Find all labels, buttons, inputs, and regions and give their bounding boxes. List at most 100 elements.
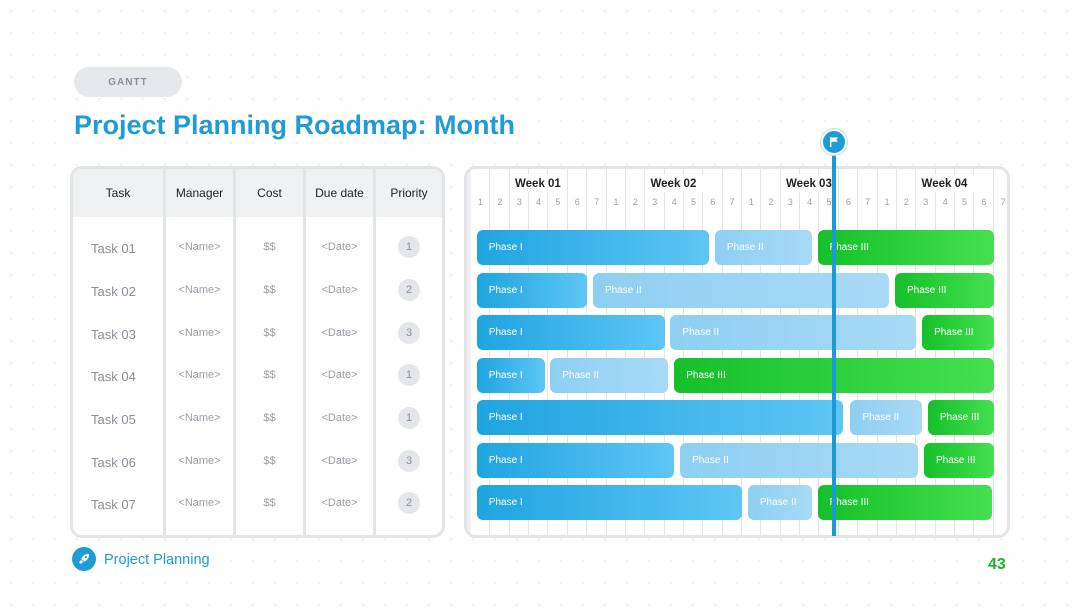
page-number: 43: [988, 556, 1006, 573]
priority-cell: 3: [376, 311, 442, 354]
gantt-bar-ph3[interactable]: Phase III: [894, 272, 994, 308]
task-name-cell: Task 07: [91, 497, 136, 512]
day-column: [742, 169, 762, 535]
day-label: 7: [1000, 197, 1006, 207]
priority-badge: 3: [398, 321, 420, 344]
day-column: [625, 169, 646, 535]
week-label-backdrop: [917, 174, 974, 192]
gantt-bar-ph2[interactable]: Phase II: [592, 272, 890, 308]
gantt-bar-ph2[interactable]: Phase II: [714, 230, 812, 265]
day-column: [703, 169, 723, 535]
cost-cell: $$: [263, 283, 276, 296]
day-label: 2: [632, 197, 638, 207]
priority-badge: 1: [398, 406, 420, 429]
day-label: 3: [923, 197, 929, 207]
week-label: Week 03: [786, 178, 832, 190]
gantt-bar-ph2[interactable]: Phase II: [670, 315, 917, 350]
gantt-bar-ph1[interactable]: Phase I: [476, 442, 675, 478]
manager-cell: <Name>: [178, 496, 221, 509]
rocket-icon: [72, 547, 96, 571]
task-name-cell: Task 04: [91, 369, 136, 384]
gantt-bar-ph2[interactable]: Phase II: [747, 485, 812, 520]
gantt-bar-ph1[interactable]: Phase I: [476, 357, 545, 393]
day-label: 6: [574, 197, 580, 207]
day-label: 5: [826, 197, 832, 207]
gantt-bar-ph2[interactable]: Phase II: [850, 400, 923, 435]
gantt-bar-ph2[interactable]: Phase II: [680, 442, 919, 478]
column-header-priority: Priority: [376, 169, 442, 217]
manager-cell: <Name>: [178, 411, 221, 424]
priority-cell: 1: [376, 353, 442, 396]
day-column: [664, 169, 684, 535]
gantt-bar-ph1[interactable]: Phase I: [476, 230, 710, 265]
task-name-cell: Task 05: [91, 412, 136, 427]
task-name-cell: Task 01: [91, 241, 136, 256]
page-title: Project Planning Roadmap: Month: [74, 110, 516, 140]
cost-cell: $$: [263, 326, 276, 339]
week-label-backdrop: [511, 174, 567, 192]
gantt-bar-ph3[interactable]: Phase III: [927, 400, 994, 435]
column-header-cost: Cost: [236, 169, 303, 217]
day-column: [955, 169, 975, 535]
priority-cell: 3: [376, 439, 442, 482]
day-column: [548, 169, 568, 535]
day-label: 1: [884, 197, 890, 207]
day-label: 6: [845, 197, 851, 207]
gantt-bar-ph1[interactable]: Phase I: [476, 315, 665, 350]
week-label-backdrop: [782, 174, 839, 192]
day-column: [896, 169, 917, 535]
gantt-bar-ph1[interactable]: Phase I: [476, 272, 588, 308]
due-date-cell: <Date>: [321, 454, 358, 467]
gantt-bar-ph1[interactable]: Phase I: [476, 485, 743, 520]
day-label: 4: [536, 197, 542, 207]
day-column: [529, 169, 549, 535]
day-column: [645, 169, 665, 535]
week-label: Week 02: [650, 178, 697, 190]
cost-cell: $$: [263, 240, 276, 253]
column-manager: Manager <Name> <Name> <Name> <Name> <Nam…: [166, 169, 236, 535]
day-column: [567, 169, 588, 535]
today-marker-line: [832, 150, 836, 536]
flag-icon[interactable]: [821, 129, 847, 155]
gantt-bar-ph3[interactable]: Phase III: [924, 442, 994, 478]
priority-cell: 2: [376, 268, 442, 311]
day-label: 1: [613, 197, 619, 207]
task-table: Task Task 01 Task 02 Task 03 Task 04 Tas…: [70, 166, 445, 538]
week-label: Week 04: [921, 178, 968, 190]
day-label: 3: [652, 197, 658, 207]
gantt-bar-ph2[interactable]: Phase II: [550, 357, 669, 393]
day-column: [471, 169, 491, 535]
day-label: 6: [710, 197, 716, 207]
task-name-cell: Task 02: [91, 284, 136, 299]
week-label: Week 01: [515, 178, 561, 190]
gantt-bar-ph3[interactable]: Phase III: [922, 315, 994, 350]
due-date-cell: <Date>: [321, 283, 358, 296]
day-column: [587, 169, 607, 535]
cost-cell: $$: [263, 454, 276, 467]
day-column: [935, 169, 955, 535]
day-label: 4: [942, 197, 948, 207]
footer-label: Project Planning: [104, 552, 210, 568]
gantt-bar-ph3[interactable]: Phase III: [817, 485, 992, 520]
week-label-backdrop: [646, 174, 703, 192]
column-priority: Priority 1 2 3 1 1 3 2: [376, 169, 442, 535]
gantt-bar-ph1[interactable]: Phase I: [476, 400, 843, 435]
manager-cell: <Name>: [178, 283, 221, 296]
priority-cell: 1: [376, 225, 442, 268]
section-tag: GANTT: [74, 67, 182, 97]
day-column: [877, 169, 897, 535]
day-label: 7: [865, 197, 871, 207]
day-column: [838, 169, 859, 535]
gantt-bar-ph3[interactable]: Phase III: [817, 230, 994, 265]
day-label: 5: [961, 197, 967, 207]
day-column: [683, 169, 704, 535]
day-label: 5: [555, 197, 561, 207]
cost-cell: $$: [263, 496, 276, 509]
manager-cell: <Name>: [178, 368, 221, 381]
day-label: 7: [594, 197, 600, 207]
priority-badge: 1: [398, 363, 420, 386]
day-label: 3: [787, 197, 793, 207]
column-task: Task Task 01 Task 02 Task 03 Task 04 Tas…: [73, 169, 166, 535]
priority-badge: 1: [398, 235, 420, 258]
